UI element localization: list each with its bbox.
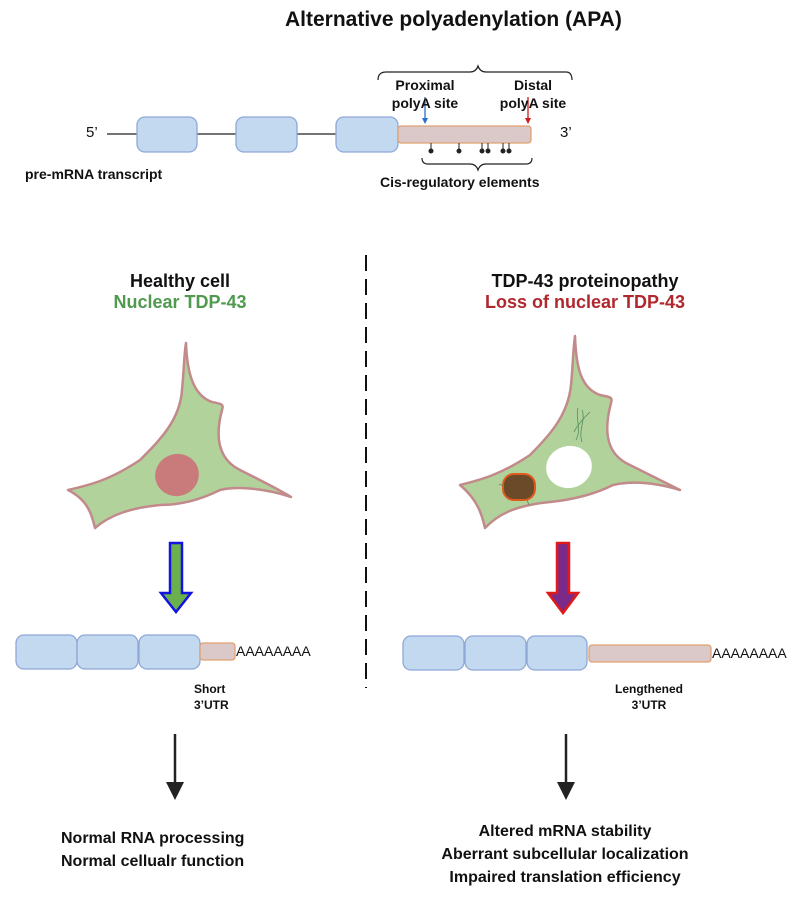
empty-nucleus (546, 445, 592, 489)
proteinopathy-heading: TDP-43 proteinopathy (491, 271, 679, 291)
proximal-label-line1: Proximal (395, 77, 455, 93)
cell-body (458, 334, 682, 530)
cytoplasmic-aggregate (502, 473, 536, 501)
nucleus (155, 453, 199, 497)
exon-2 (235, 116, 298, 153)
outcome-arrow-left-icon (166, 734, 184, 800)
exon-1 (402, 635, 465, 671)
outcome-item: Normal RNA processing (61, 830, 245, 847)
short-utr-label-line1: Short (194, 682, 226, 696)
proteinopathy-arrow-icon (545, 541, 581, 616)
distal-label-line1: Distal (513, 77, 553, 93)
proximal-label-line2: polyA site (391, 95, 459, 111)
proteinopathy-cell (458, 334, 682, 530)
cis-brace (421, 157, 533, 172)
pre-mrna-transcript (107, 64, 573, 172)
cis-regulatory-label: Cis-regulatory elements (380, 174, 540, 190)
exon-2 (76, 634, 139, 670)
lengthened-utr (588, 644, 712, 663)
short-utr-label: Short 3’UTR (194, 681, 229, 713)
three-prime-utr (397, 125, 532, 144)
exon-3 (526, 635, 588, 671)
fibrils (498, 407, 591, 506)
cell-body (66, 341, 293, 530)
exon-1 (15, 634, 78, 670)
polya-tail-left: AAAAAAAA (236, 643, 311, 659)
exon-3 (138, 634, 201, 670)
distal-label-line2: polyA site (499, 95, 567, 111)
exon-2 (464, 635, 527, 671)
outcome-item: Impaired translation efficiency (449, 869, 681, 886)
polya-tail-right: AAAAAAAA (712, 645, 787, 661)
apa-brace (377, 64, 573, 81)
distal-arrowhead-icon (525, 118, 531, 124)
distal-site-label: Distal polyA site (478, 76, 588, 112)
healthy-cell-heading: Healthy cell (129, 271, 231, 291)
exon-1 (136, 116, 198, 153)
proteinopathy-outcomes: Altered mRNA stability Aberrant subcellu… (400, 820, 730, 889)
lengthened-utr-mrna (402, 635, 712, 671)
lengthened-utr-label-line2: 3’UTR (631, 698, 667, 712)
outcome-item: Altered mRNA stability (478, 823, 652, 840)
proximal-site-label: Proximal polyA site (370, 76, 480, 112)
healthy-cell (66, 341, 293, 530)
outcome-arrow-right-icon (557, 734, 575, 800)
short-utr-mrna (15, 634, 236, 670)
page-title: Alternative polyadenylation (APA) (285, 8, 622, 31)
short-utr (199, 642, 236, 661)
short-utr-label-line2: 3’UTR (194, 698, 229, 712)
healthy-outcomes: Normal RNA processing Normal cellualr fu… (61, 827, 244, 873)
outcome-item: Aberrant subcellular localization (441, 846, 689, 863)
five-prime-label: 5’ (86, 124, 98, 141)
healthy-arrow-icon (158, 541, 194, 615)
pre-mrna-label: pre-mRNA transcript (25, 166, 163, 182)
exon-3 (335, 116, 399, 153)
outcome-item: Normal cellualr function (61, 853, 245, 870)
cis-regulatory-elements (428, 143, 512, 154)
nuclear-tdp43-subheading: Nuclear TDP-43 (113, 292, 247, 312)
lengthened-utr-label: Lengthened 3’UTR (594, 681, 704, 713)
loss-nuclear-tdp43-subheading: Loss of nuclear TDP-43 (484, 292, 686, 312)
lengthened-utr-label-line1: Lengthened (615, 682, 683, 696)
three-prime-label: 3’ (560, 124, 572, 141)
proximal-arrowhead-icon (422, 118, 428, 124)
